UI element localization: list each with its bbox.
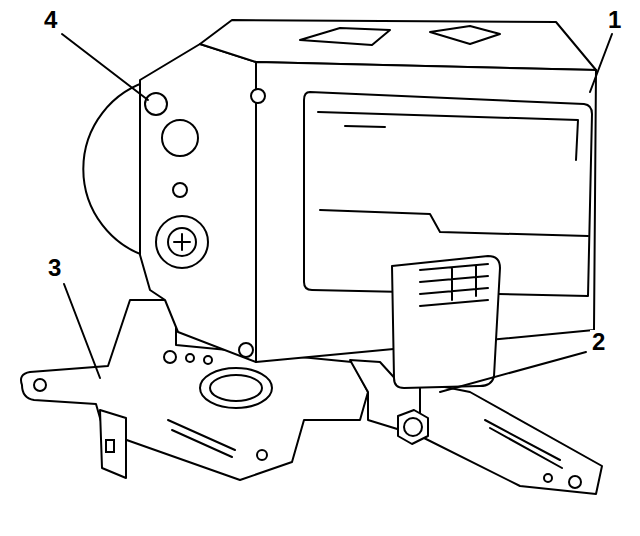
housing-screw [239,343,253,357]
bracket-hole [210,375,262,401]
bracket-slot [485,420,562,468]
callout-number: 3 [46,256,63,280]
leader-line [64,284,100,378]
brake-port [173,183,187,197]
bracket-flange [100,410,126,478]
bracket-hole [204,356,212,364]
callout-number: 1 [606,8,623,32]
bracket-slot [168,420,235,457]
bracket-hole [164,351,176,363]
port-plug [174,234,190,250]
mounting-bolt [404,418,422,436]
housing-screw [251,89,265,103]
bracket-hole [200,368,272,408]
leader-line [440,352,586,392]
mounting-bolt [398,410,428,444]
brake-port [156,216,208,268]
electrical-connector [392,256,500,388]
leader-line [590,34,612,92]
bracket-hole [544,474,552,482]
brake-port [145,93,167,115]
module-top-detail [300,26,500,45]
bracket-arm [420,382,602,494]
brake-port [162,120,198,156]
cover-mark [345,126,385,127]
bracket-hole [106,440,114,452]
bracket-hole [186,354,194,362]
bracket-hole [257,450,267,460]
connector-ribs [420,264,488,306]
cover-rib [318,112,588,236]
bracket-hole [569,476,581,488]
bracket-hole [34,379,46,391]
valve-body [140,44,256,362]
callout-number: 4 [42,8,59,32]
callout-number: 2 [590,330,607,354]
leader-line [62,34,148,100]
brake-port [168,228,196,256]
